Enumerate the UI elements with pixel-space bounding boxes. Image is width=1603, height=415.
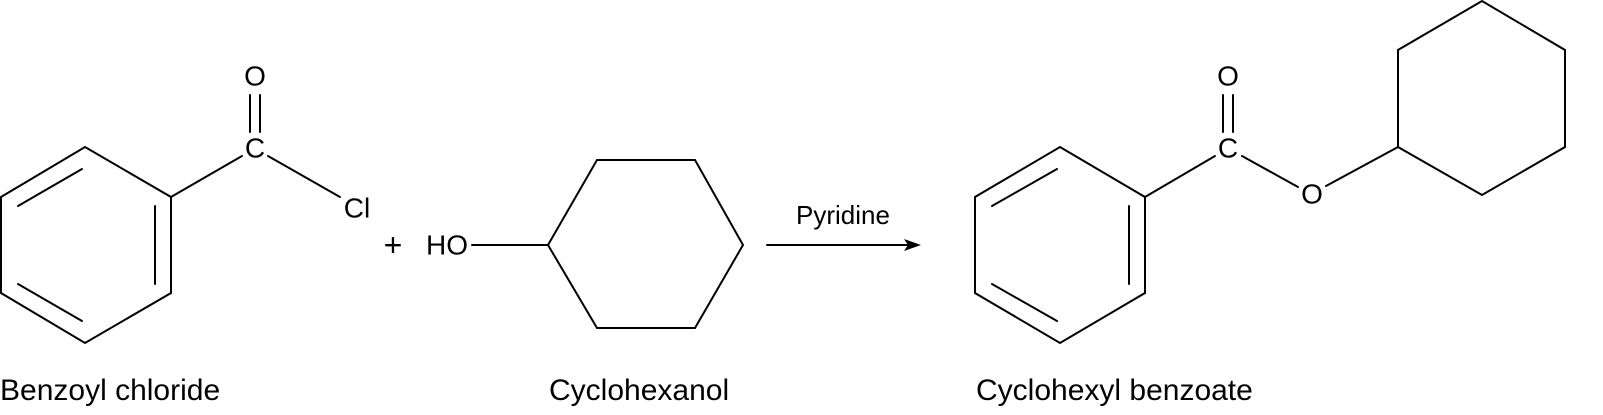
product-name: Cyclohexyl benzoate <box>976 374 1253 407</box>
cyclohexyl-benzoate-structure: C O O <box>974 0 1566 345</box>
hydroxyl-group: HO <box>426 230 468 261</box>
c-cl-bond <box>267 155 341 198</box>
o-cyclohexyl-bond <box>1325 146 1399 187</box>
ring-to-carbonyl-bond <box>1144 155 1216 198</box>
aromatic-double-bond <box>991 168 1058 207</box>
cyclohexane-ring <box>546 159 745 329</box>
reaction-arrow <box>766 239 921 251</box>
chlorine-atom: Cl <box>344 193 370 224</box>
benzene-ring <box>974 145 1146 345</box>
cyclohexanol-structure: HO <box>426 159 745 329</box>
carbonyl-oxygen: O <box>1217 61 1239 92</box>
cyclohexane-ring <box>1397 0 1566 197</box>
reagent-label: Pyridine <box>796 200 890 230</box>
benzene-ring <box>0 145 172 345</box>
reactant2-name: Cyclohexanol <box>549 374 729 407</box>
benzoyl-chloride-structure: C O Cl <box>0 61 370 345</box>
aromatic-double-bond <box>17 168 83 207</box>
ring-to-carbonyl-bond <box>170 155 243 198</box>
plus-sign: + <box>384 227 403 263</box>
carbonyl-carbon: C <box>1218 133 1238 164</box>
aromatic-double-bond <box>991 283 1058 322</box>
arrow-head-icon <box>904 239 921 251</box>
carbonyl-carbon: C <box>245 133 265 164</box>
reactant1-name: Benzoyl chloride <box>0 374 220 407</box>
ester-oxygen: O <box>1301 179 1323 210</box>
c-o-bond <box>1241 155 1299 188</box>
carbonyl-oxygen: O <box>244 61 266 92</box>
aromatic-double-bond <box>17 283 83 322</box>
